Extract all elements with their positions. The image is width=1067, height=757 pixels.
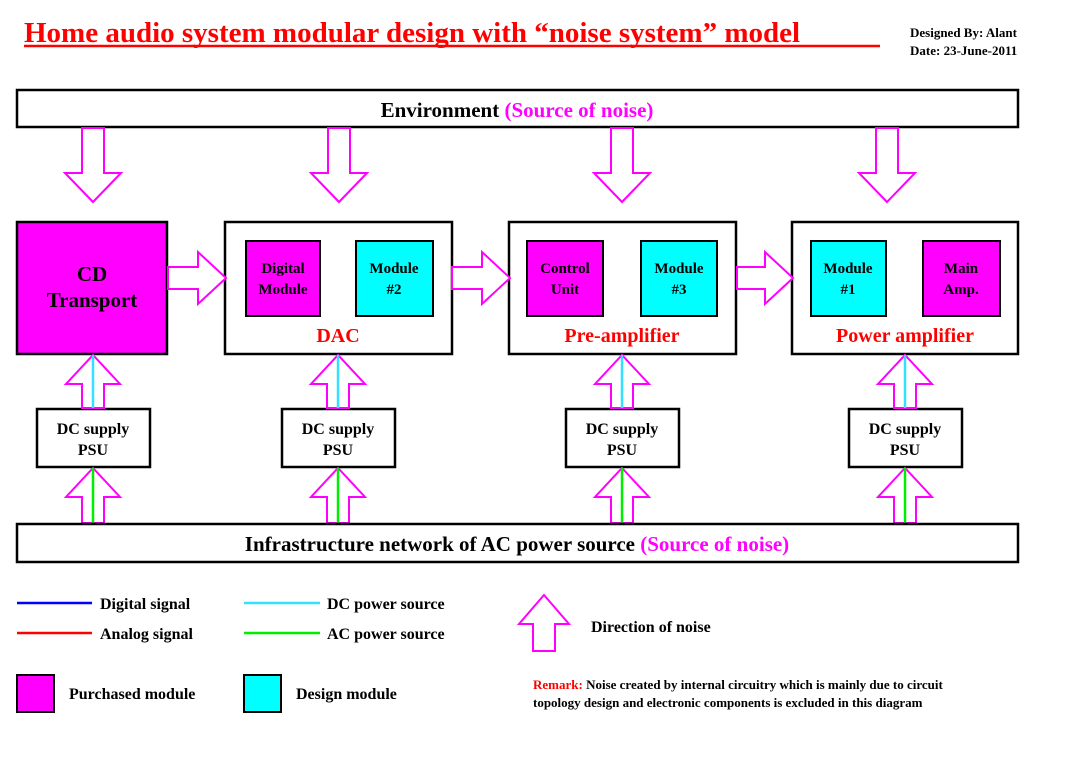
dac-digital-module-line2: Module bbox=[258, 282, 308, 298]
noise-arrow-horizontal-3 bbox=[736, 249, 795, 307]
legend-dc-power-label: DC power source bbox=[327, 596, 445, 613]
infrastructure-bar bbox=[15, 522, 1020, 564]
environment-noise-note: (Source of noise) bbox=[504, 98, 653, 122]
psu-cd-transport-line1: DC supply bbox=[57, 421, 129, 438]
poweramp-module-1 bbox=[810, 240, 887, 317]
preamp-control-unit bbox=[526, 240, 604, 317]
dac-module-2-line1: Module bbox=[369, 261, 419, 277]
poweramp-main-amp bbox=[922, 240, 1001, 317]
remark-label: Remark: bbox=[533, 677, 583, 692]
poweramp-main-amp-line1: Main bbox=[944, 261, 979, 277]
psu-dac bbox=[280, 407, 397, 469]
legend-direction-of-noise-label: Direction of noise bbox=[591, 619, 711, 636]
legend-ac-power-label: AC power source bbox=[327, 626, 445, 643]
legend-purchased-module-label: Purchased module bbox=[69, 686, 195, 703]
psu-preamp-line1: DC supply bbox=[586, 421, 658, 438]
noise-arrow-env-2 bbox=[308, 127, 370, 204]
cd-transport-label-line1: CD bbox=[77, 262, 107, 286]
dac-module-2-line2: #2 bbox=[387, 282, 402, 298]
legend-purchased-module-swatch bbox=[16, 674, 55, 713]
cd-transport-label-line2: Transport bbox=[47, 288, 138, 312]
psu-cd-transport-line2: PSU bbox=[78, 442, 109, 459]
dac-module-2 bbox=[355, 240, 434, 317]
noise-arrow-horizontal-1 bbox=[167, 249, 228, 307]
psu-dac-line2: PSU bbox=[323, 442, 354, 459]
poweramp-module-1-line2: #1 bbox=[841, 282, 856, 298]
dac-digital-module-line1: Digital bbox=[261, 261, 304, 277]
noise-arrow-env-4 bbox=[856, 127, 918, 204]
psu-dac-line1: DC supply bbox=[302, 421, 374, 438]
diagram-title: Home audio system modular design with “n… bbox=[24, 17, 800, 49]
cd-transport-module bbox=[15, 220, 169, 356]
poweramp-module-1-line1: Module bbox=[823, 261, 873, 277]
environment-label: Environment (Source of noise) bbox=[381, 98, 654, 122]
remark-text-line2: topology design and electronic component… bbox=[533, 695, 923, 710]
environment-text: Environment bbox=[381, 98, 500, 122]
remark-line1: Remark: Noise created by internal circui… bbox=[533, 677, 943, 692]
infrastructure-label: Infrastructure network of AC power sourc… bbox=[245, 532, 789, 556]
psu-preamp bbox=[564, 407, 681, 469]
psu-poweramp-line1: DC supply bbox=[869, 421, 941, 438]
preamp-control-unit-line1: Control bbox=[540, 261, 590, 277]
psu-preamp-line2: PSU bbox=[607, 442, 638, 459]
infrastructure-noise-note: (Source of noise) bbox=[640, 532, 789, 556]
legend-design-module-swatch bbox=[243, 674, 282, 713]
design-date: Date: 23-June-2011 bbox=[910, 43, 1017, 58]
environment-bar bbox=[15, 88, 1020, 129]
legend-digital-signal-label: Digital signal bbox=[100, 596, 191, 613]
preamp-module-3-line2: #3 bbox=[672, 282, 687, 298]
legend-analog-signal-label: Analog signal bbox=[100, 626, 193, 643]
preamp-module-3-line1: Module bbox=[654, 261, 704, 277]
noise-arrow-env-3 bbox=[591, 127, 653, 204]
legend-noise-arrow-icon bbox=[516, 593, 572, 652]
remark-text-line1: Noise created by internal circuitry whic… bbox=[586, 677, 943, 692]
psu-poweramp-line2: PSU bbox=[890, 442, 921, 459]
psu-poweramp bbox=[847, 407, 964, 469]
psu-cd-transport bbox=[35, 407, 152, 469]
poweramp-label: Power amplifier bbox=[836, 325, 974, 347]
preamp-control-unit-line2: Unit bbox=[551, 282, 579, 298]
preamp-label: Pre-amplifier bbox=[564, 325, 679, 347]
dac-label: DAC bbox=[316, 325, 359, 347]
infrastructure-text: Infrastructure network of AC power sourc… bbox=[245, 532, 635, 556]
dac-digital-module bbox=[245, 240, 321, 317]
noise-arrow-horizontal-2 bbox=[451, 249, 512, 307]
poweramp-main-amp-line2: Amp. bbox=[943, 282, 979, 298]
preamp-module-3 bbox=[640, 240, 718, 317]
noise-arrow-env-1 bbox=[62, 127, 124, 204]
legend-design-module-label: Design module bbox=[296, 686, 397, 703]
designer-credit: Designed By: Alant bbox=[910, 25, 1018, 40]
